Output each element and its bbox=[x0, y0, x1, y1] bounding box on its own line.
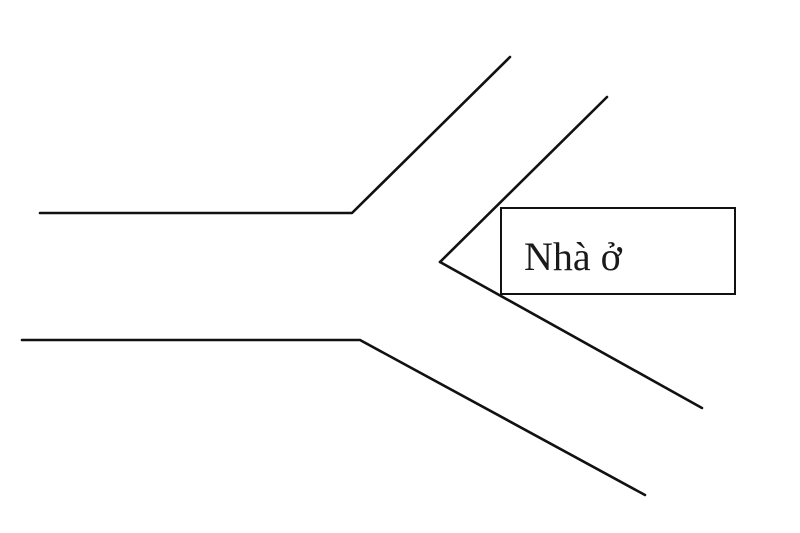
upper-road-outer-edge bbox=[38, 55, 512, 215]
upper-road-inner-edge bbox=[438, 95, 609, 264]
house-box: Nhà ở bbox=[500, 207, 736, 295]
lower-road-outer-edge bbox=[20, 338, 647, 497]
house-label: Nhà ở bbox=[524, 234, 622, 279]
lower-road-inner-edge bbox=[438, 260, 704, 410]
